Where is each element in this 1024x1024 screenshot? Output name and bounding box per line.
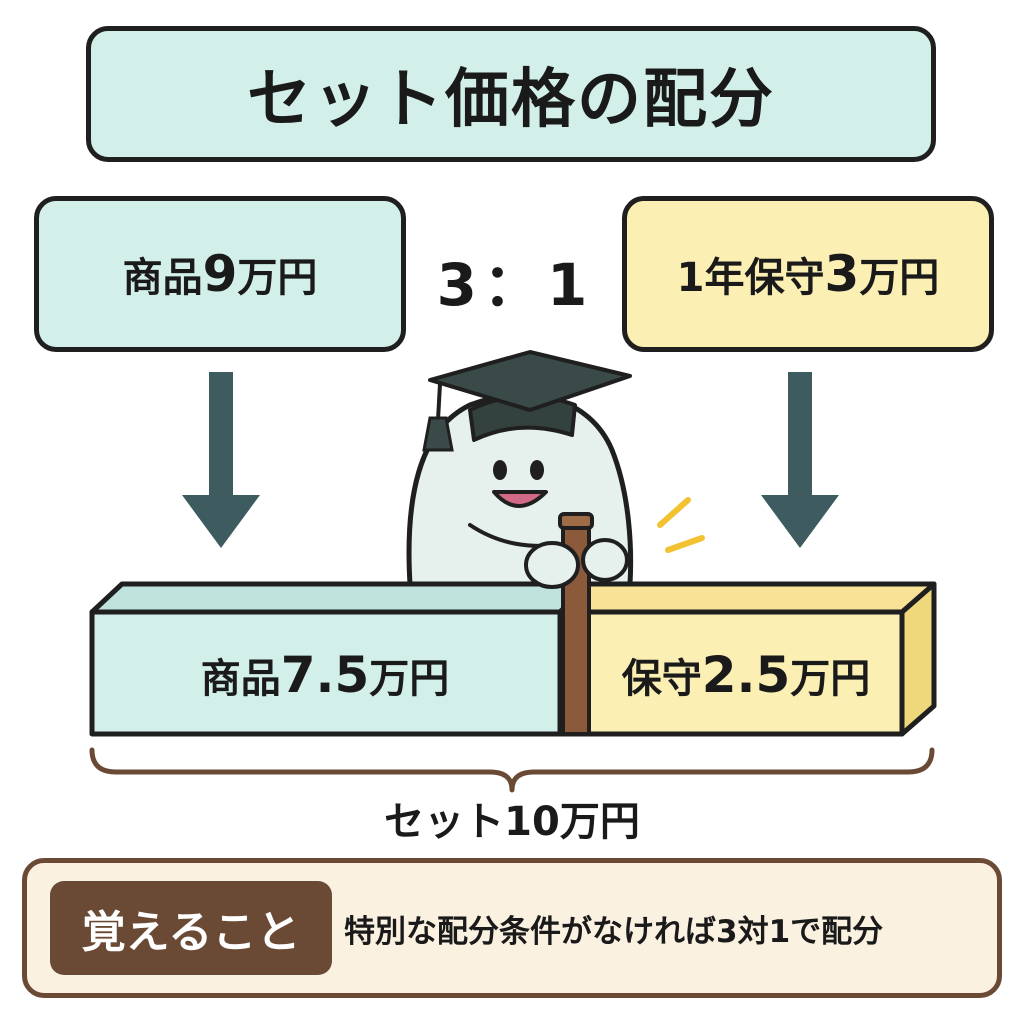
maintenance-price-box: 1年保守 3 万円 [622,196,994,352]
allocated-maintenance-name: 保守 [621,656,702,702]
product-label: 商品 [122,255,203,301]
allocated-maintenance-amount: 2.5 [701,646,791,704]
maintenance-label: 1年保守 [676,255,825,301]
mascot-hands [468,523,629,589]
sparkle-icon [657,497,705,553]
page-title: セット価格の配分 [247,63,775,137]
memo-text: 特別な配分条件がなければ3対1で配分 [344,913,884,950]
product-price-box: 商品 9 万円 [34,196,406,352]
allocated-product-label: 商品 7.5 万円 [92,615,558,735]
allocated-product-name: 商品 [200,656,281,702]
title-banner: セット価格の配分 [86,26,936,162]
bar-segment-maintenance [557,609,905,737]
memo-tag: 覚えること [50,881,332,975]
allocated-product-amount: 7.5 [280,646,370,704]
maintenance-unit: 万円 [859,255,940,301]
set-total-label: セット10万円 [384,799,640,845]
ratio-label: 3：1 [436,251,594,319]
brace-icon [89,747,935,793]
bar-segment-product [89,609,563,737]
mascot-graduation-cap-icon [422,350,632,452]
allocated-maintenance-label: 保守 2.5 万円 [590,615,902,735]
maintenance-amount: 3 [824,245,860,303]
product-amount: 9 [202,245,238,303]
arrow-down-icon [761,372,839,548]
arrow-down-icon [182,372,260,548]
product-unit: 万円 [237,255,318,301]
allocated-maintenance-unit: 万円 [790,656,871,702]
allocated-product-unit: 万円 [369,656,450,702]
